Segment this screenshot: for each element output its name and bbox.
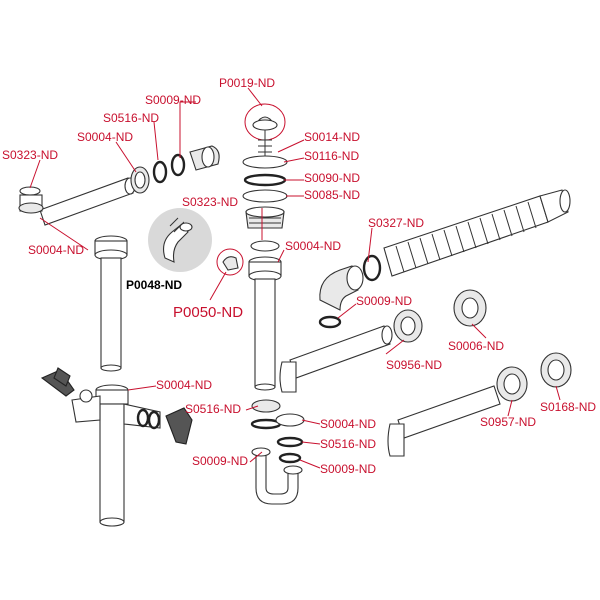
s0006-rosette bbox=[453, 289, 487, 327]
label-s0004-top: S0004-ND bbox=[77, 130, 133, 144]
label-s0516-low: S0516-ND bbox=[185, 402, 241, 416]
label-s0116: S0116-ND bbox=[304, 149, 359, 163]
label-s0323-left: S0323-ND bbox=[2, 148, 58, 162]
label-s0004-left: S0004-ND bbox=[28, 243, 84, 257]
label-p0048: P0048-ND bbox=[126, 278, 182, 292]
s0957-rosette bbox=[496, 366, 528, 402]
label-s0516-right: S0516-ND bbox=[320, 437, 376, 451]
label-p0019: P0019-ND bbox=[219, 76, 275, 90]
siphon-outlet-lower bbox=[387, 385, 501, 457]
p0050-fitting bbox=[216, 248, 244, 276]
label-s0009-low: S0009-ND bbox=[192, 454, 248, 468]
bottle-trap-assembly bbox=[250, 399, 305, 505]
label-s0323-mid: S0323-ND bbox=[182, 195, 238, 209]
label-s0009-top: S0009-ND bbox=[145, 93, 201, 107]
label-s0168: S0168-ND bbox=[540, 400, 596, 414]
label-s0090: S0090-ND bbox=[304, 171, 360, 185]
label-s0516-top: S0516-ND bbox=[103, 111, 159, 125]
label-s0004-right: S0004-ND bbox=[320, 417, 376, 431]
p0048-highlight bbox=[148, 208, 212, 272]
label-s0004-low: S0004-ND bbox=[156, 378, 212, 392]
label-s0009-mid: S0009-ND bbox=[356, 294, 412, 308]
flexible-hose-assembly bbox=[319, 189, 571, 311]
leader-lines bbox=[29, 87, 561, 469]
label-s0014: S0014-ND bbox=[304, 130, 360, 144]
left-horizontal-pipe-assembly bbox=[18, 145, 220, 226]
label-s0327: S0327-ND bbox=[368, 216, 424, 230]
label-s0956: S0956-ND bbox=[386, 358, 442, 372]
label-p0050: P0050-ND bbox=[173, 304, 243, 321]
label-s0085: S0085-ND bbox=[304, 188, 360, 202]
siphon-outlet-upper bbox=[279, 315, 393, 393]
part-labels: P0019-ND S0009-ND S0516-ND S0014-ND S000… bbox=[2, 76, 596, 476]
lower-left-tee-assembly bbox=[40, 367, 193, 527]
center-vertical-pipe bbox=[248, 256, 282, 391]
s0168-rosette bbox=[540, 352, 572, 388]
label-s0009-right: S0009-ND bbox=[320, 462, 376, 476]
popup-waste-column bbox=[242, 103, 288, 252]
left-vertical-pipe bbox=[94, 235, 128, 372]
label-s0006: S0006-ND bbox=[448, 339, 504, 353]
label-s0957: S0957-ND bbox=[480, 415, 536, 429]
label-s0004-mid: S0004-ND bbox=[285, 239, 341, 253]
s0956-rosette bbox=[393, 309, 423, 343]
